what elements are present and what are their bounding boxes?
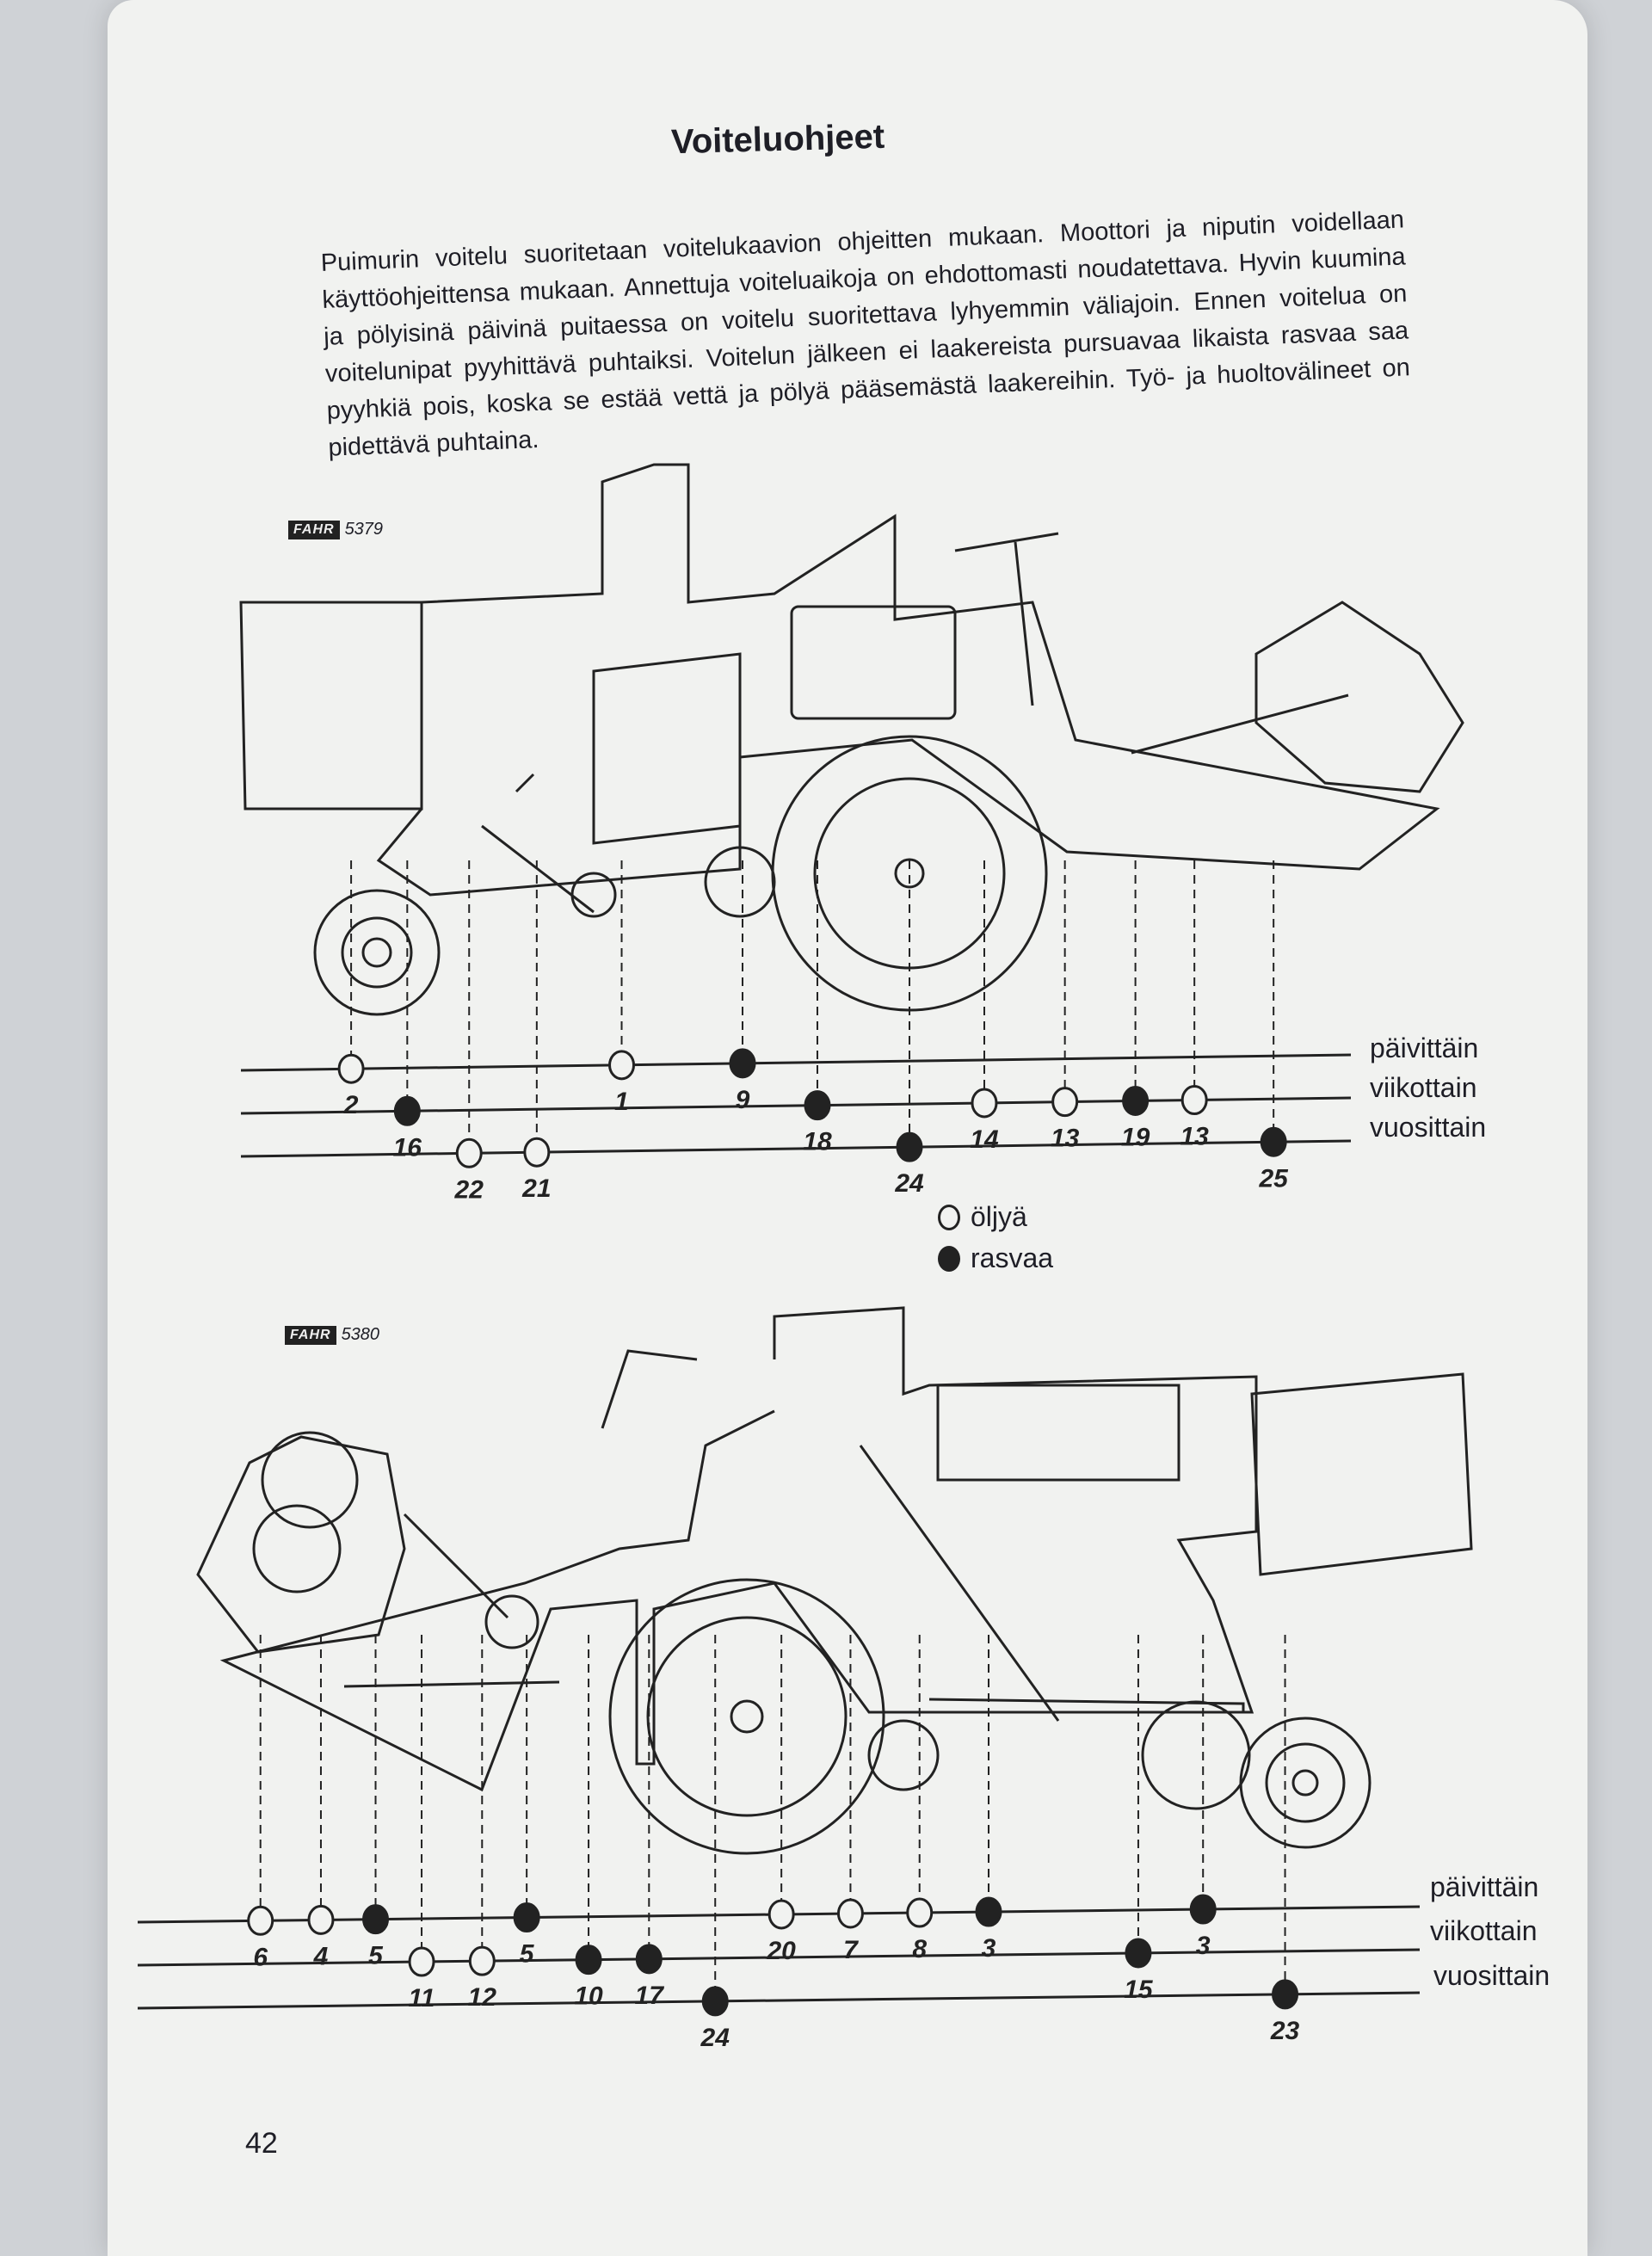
point-label: 13 — [1180, 1123, 1209, 1151]
grease-point — [1272, 1979, 1299, 2010]
oil-point — [408, 1946, 435, 1977]
oil-point — [1051, 1087, 1079, 1118]
oil-point — [337, 1053, 365, 1084]
legend-oil: öljyä — [938, 1201, 1027, 1233]
combine-bottom-drawing — [196, 1306, 1473, 1855]
point-label: 2 — [343, 1091, 359, 1119]
filled-circle-icon — [938, 1245, 960, 1272]
point-label: 25 — [1258, 1164, 1289, 1193]
page-sheet — [108, 0, 1587, 2256]
point-label: 16 — [393, 1133, 422, 1162]
logo-model: 5380 — [341, 1325, 380, 1344]
page-title: Voiteluohjeet — [670, 117, 885, 162]
point-label: 14 — [970, 1125, 999, 1154]
row-label-weekly-top: viikottain — [1370, 1072, 1477, 1103]
fahr-logo-top: FAHR 5379 — [288, 520, 383, 539]
schedule-rows-bottom: 6 4 5 11 12 5 10 17 24 20 7 8 3 15 3 23 — [137, 1635, 1421, 2052]
point-label: 19 — [1121, 1123, 1150, 1151]
point-label: 24 — [700, 2024, 730, 2052]
grease-point — [975, 1896, 1002, 1927]
grease-point — [635, 1944, 663, 1975]
grease-point — [804, 1090, 831, 1121]
point-label: 13 — [1051, 1125, 1080, 1153]
point-label: 12 — [468, 1983, 497, 2012]
grease-point — [701, 1986, 729, 2017]
grease-point — [1189, 1894, 1217, 1925]
page-number: 42 — [245, 2127, 278, 2160]
combine-top-drawing — [239, 463, 1464, 1016]
oil-point — [1180, 1085, 1208, 1116]
logo-brand: FAHR — [285, 1325, 336, 1345]
point-label: 18 — [803, 1128, 832, 1156]
legend-grease: rasvaa — [938, 1242, 1053, 1274]
legend-grease-label: rasvaa — [971, 1242, 1054, 1273]
point-label: 3 — [1196, 1932, 1211, 1960]
grease-point — [729, 1048, 756, 1079]
schedule-line — [240, 1096, 1352, 1115]
grease-point — [513, 1902, 540, 1933]
fahr-logo-bottom: FAHR 5380 — [285, 1325, 379, 1345]
oil-point — [906, 1897, 934, 1928]
point-label: 8 — [912, 1935, 927, 1963]
oil-point — [523, 1137, 551, 1168]
point-label: 1 — [614, 1088, 629, 1116]
point-label: 15 — [1124, 1976, 1154, 2004]
oil-point — [971, 1088, 998, 1119]
point-label: 21 — [521, 1174, 551, 1203]
grease-point — [1122, 1085, 1150, 1116]
grease-point — [896, 1131, 923, 1162]
logo-brand: FAHR — [288, 520, 340, 539]
grease-point — [1125, 1938, 1152, 1969]
schedule-line — [137, 1948, 1421, 1967]
grease-point — [393, 1095, 421, 1126]
grease-point — [1260, 1126, 1287, 1157]
open-circle-icon — [938, 1204, 960, 1230]
point-label: 4 — [313, 1942, 329, 1970]
point-label: 17 — [635, 1982, 665, 2010]
oil-point — [455, 1137, 483, 1168]
legend-oil-label: öljyä — [971, 1201, 1027, 1232]
point-label: 9 — [736, 1086, 750, 1114]
point-label: 5 — [368, 1942, 384, 1970]
oil-point — [836, 1898, 864, 1929]
grease-point — [575, 1945, 602, 1976]
point-label: 5 — [520, 1940, 535, 1969]
intro-paragraph: Puimurin voitelu suoritetaan voitelukaav… — [320, 206, 1411, 462]
logo-model: 5379 — [344, 520, 384, 539]
point-label: 3 — [982, 1934, 996, 1963]
grease-point — [362, 1904, 390, 1935]
row-label-weekly-bottom: viikottain — [1430, 1915, 1538, 1946]
point-label: 20 — [766, 1937, 796, 1965]
oil-point — [247, 1905, 274, 1936]
row-label-daily-top: päivittäin — [1370, 1032, 1479, 1063]
schedule-line — [240, 1053, 1352, 1072]
point-label: 24 — [894, 1169, 924, 1198]
row-label-daily-bottom: päivittäin — [1430, 1871, 1539, 1902]
row-label-yearly-bottom: vuosittain — [1433, 1960, 1550, 1991]
oil-point — [468, 1945, 496, 1976]
point-label: 6 — [253, 1943, 268, 1971]
point-label: 11 — [408, 1984, 435, 2013]
oil-point — [608, 1050, 636, 1081]
point-label: 10 — [574, 1982, 603, 2011]
row-label-yearly-top: vuosittain — [1370, 1112, 1487, 1143]
schedule-line — [240, 1139, 1352, 1158]
oil-point — [767, 1899, 795, 1930]
point-label: 7 — [843, 1936, 859, 1964]
point-label: 23 — [1270, 2017, 1300, 2045]
schedule-line — [137, 1991, 1421, 2010]
point-label: 22 — [454, 1175, 484, 1204]
oil-point — [307, 1904, 335, 1935]
